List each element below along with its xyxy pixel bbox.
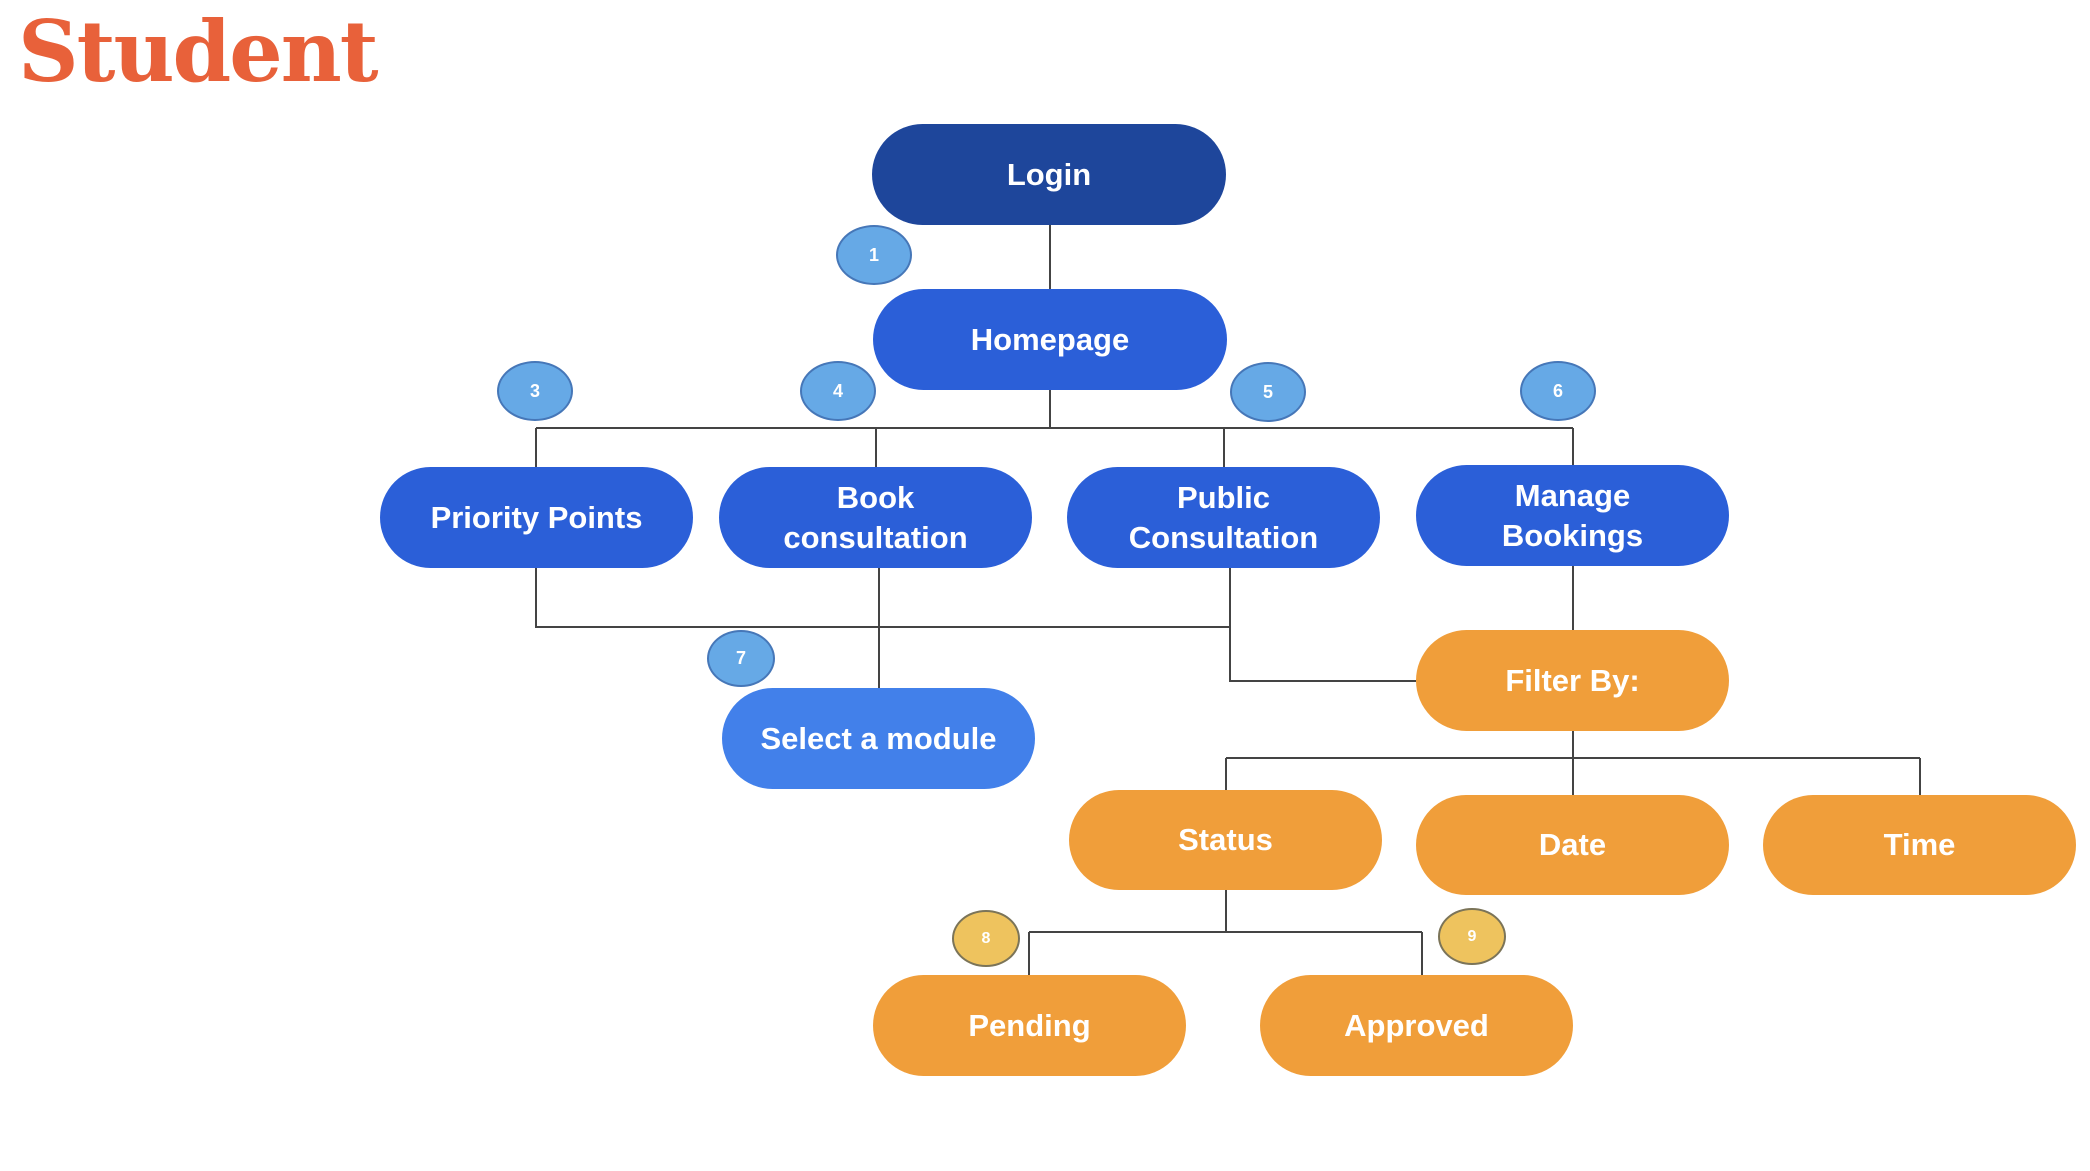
manage-bookings-node[interactable]: Manage Bookings [1416,465,1729,566]
select-module-node[interactable]: Select a module [722,688,1035,789]
manage-bookings-label-line2: Bookings [1501,517,1644,553]
step-badge-7: 7 [707,630,775,687]
step-badge-5: 5 [1230,362,1306,422]
priority-points-label: Priority Points [430,499,643,535]
status-label: Status [1178,822,1273,857]
book-consultation-label-line1: Book [836,479,915,515]
select-module-label: Select a module [760,720,997,756]
book-consultation-label-line2: consultation [783,519,968,555]
step-badge-1: 1 [836,225,912,285]
time-node[interactable]: Time [1763,795,2076,895]
step-badge-8: 8 [952,910,1020,967]
public-consultation-label-line2: Consultation [1128,519,1319,555]
public-consultation-node[interactable]: Public Consultation [1067,467,1380,568]
priority-points-node[interactable]: Priority Points [380,467,693,568]
manage-bookings-label-line1: Manage [1514,477,1631,513]
time-label: Time [1883,827,1956,862]
filter-by-label: Filter By: [1505,662,1640,698]
step-badge-9: 9 [1438,908,1506,965]
date-node[interactable]: Date [1416,795,1729,895]
approved-node[interactable]: Approved [1260,975,1573,1076]
approved-label: Approved [1344,1007,1489,1043]
connector-modules-bus [535,568,1231,628]
homepage-label: Homepage [970,321,1130,357]
step-badge-3: 3 [497,361,573,421]
status-node[interactable]: Status [1069,790,1382,890]
homepage-node[interactable]: Homepage [873,289,1227,390]
book-consultation-node[interactable]: Book consultation [719,467,1032,568]
step-badge-6: 6 [1520,361,1596,421]
public-consultation-label-line1: Public [1176,479,1270,515]
filter-by-node[interactable]: Filter By: [1416,630,1729,731]
date-label: Date [1538,827,1607,862]
step-badge-4: 4 [800,361,876,421]
pending-node[interactable]: Pending [873,975,1186,1076]
connector-public-filter [1229,627,1416,682]
pending-label: Pending [968,1007,1091,1043]
login-label: Login [1006,156,1092,192]
login-node[interactable]: Login [872,124,1226,225]
page-title: Student [18,2,379,101]
